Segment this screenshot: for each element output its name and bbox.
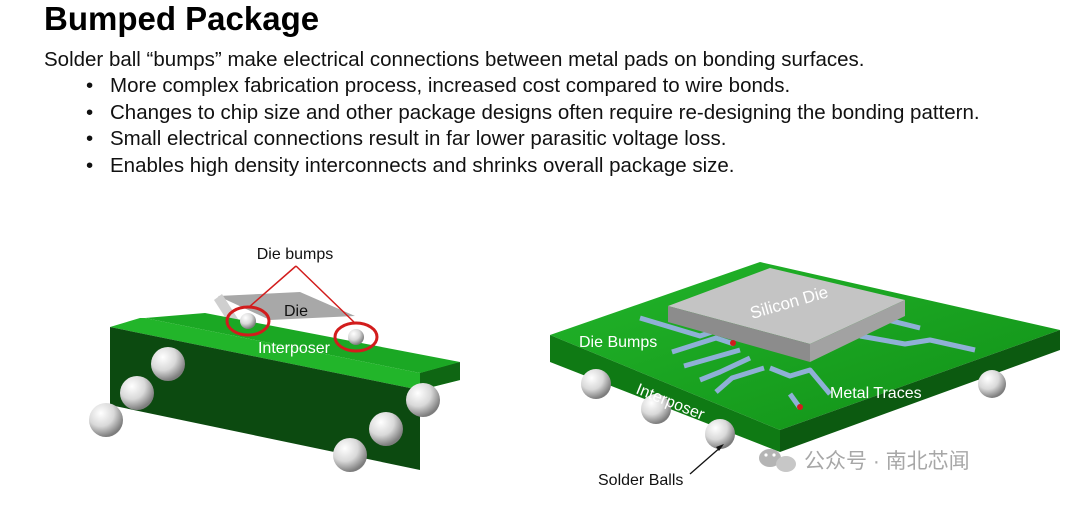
solder-ball [89, 403, 123, 437]
die-bump [730, 340, 736, 346]
die-bump [348, 329, 364, 345]
bullet-item: Enables high density interconnects and s… [84, 153, 1014, 180]
solder-balls-label: Solder Balls [598, 472, 683, 489]
solder-ball [369, 412, 403, 446]
trace-bump [797, 404, 803, 410]
bullet-list: More complex fabrication process, increa… [84, 73, 1014, 179]
solder-ball [581, 369, 611, 399]
solder-ball [641, 394, 671, 424]
die-bumps-label: Die bumps [257, 246, 333, 263]
watermark-text: 公众号 · 南北芯闻 [804, 450, 970, 473]
die-label: Die [284, 303, 308, 320]
left-figure: Die bumps Die Interposer [89, 246, 460, 472]
board-side-right [780, 330, 1060, 452]
solder-ball [120, 376, 154, 410]
solder-ball [406, 383, 440, 417]
bullet-item: Small electrical connections result in f… [84, 126, 1014, 153]
interposer-top [145, 313, 460, 373]
solder-ball [151, 347, 185, 381]
solder-ball [333, 438, 367, 472]
solder-ball [705, 419, 735, 449]
metal-traces-label: Metal Traces [830, 385, 922, 402]
die-bumps-label: Die Bumps [579, 334, 657, 351]
bullet-item: Changes to chip size and other package d… [84, 100, 1014, 127]
die-body [218, 292, 355, 320]
silicon-die-top [668, 268, 905, 344]
wechat-icon [759, 449, 796, 472]
solder-ball [978, 370, 1006, 398]
die-bump-highlight [225, 305, 271, 337]
interposer-side [110, 327, 420, 470]
die-bump [240, 313, 256, 329]
right-figure: Silicon Die Die Bumps Interposer Metal T… [550, 262, 1060, 489]
intro-text: Solder ball “bumps” make electrical conn… [44, 48, 865, 71]
interposer-label: Interposer [258, 340, 331, 357]
bullet-item: More complex fabrication process, increa… [84, 73, 1014, 100]
slide-title: Bumped Package [44, 0, 320, 37]
watermark: 公众号 · 南北芯闻 [759, 449, 970, 473]
